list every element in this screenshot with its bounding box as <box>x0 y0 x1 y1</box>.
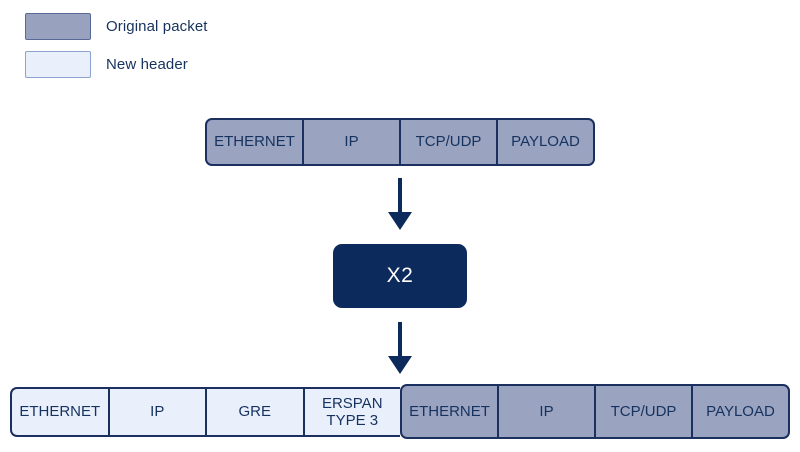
arrow-shaft <box>398 178 402 214</box>
bottom-packet-new-header-group: ETHERNET IP GRE ERSPAN TYPE 3 <box>10 387 400 437</box>
legend-item-new-header: New header <box>25 51 208 78</box>
bottom-segment-ethernet-new: ETHERNET <box>12 389 110 435</box>
arrow-shaft <box>398 322 402 358</box>
legend-label: New header <box>106 56 188 73</box>
down-arrow-icon <box>388 322 412 374</box>
arrow-head <box>388 356 412 374</box>
legend: Original packet New header <box>25 13 208 89</box>
top-segment-payload: PAYLOAD <box>511 133 580 151</box>
top-packet: ETHERNET IP TCP/UDP PAYLOAD <box>205 118 595 166</box>
legend-item-original-packet: Original packet <box>25 13 208 40</box>
bottom-segment-ip-orig: IP <box>499 386 596 437</box>
original-packet-swatch <box>25 13 91 40</box>
top-segment-tcp-udp: TCP/UDP <box>401 120 498 164</box>
arrow-head <box>388 212 412 230</box>
bottom-packet-original-group: ETHERNET IP TCP/UDP PAYLOAD <box>400 384 790 439</box>
top-segment-ip: IP <box>304 120 401 164</box>
new-header-swatch <box>25 51 91 78</box>
bottom-segment-erspan-type3: ERSPAN TYPE 3 <box>321 394 383 429</box>
bottom-segment-tcp-udp-orig: TCP/UDP <box>596 386 693 437</box>
legend-label: Original packet <box>106 18 208 35</box>
bottom-segment-ip-new: IP <box>110 389 207 435</box>
bottom-segment-payload-orig: PAYLOAD <box>706 402 775 420</box>
down-arrow-icon <box>388 178 412 230</box>
x2-node: X2 <box>333 244 467 308</box>
bottom-segment-ethernet-orig: ETHERNET <box>402 386 499 437</box>
top-segment-ethernet: ETHERNET <box>207 120 304 164</box>
bottom-segment-gre: GRE <box>207 389 305 435</box>
